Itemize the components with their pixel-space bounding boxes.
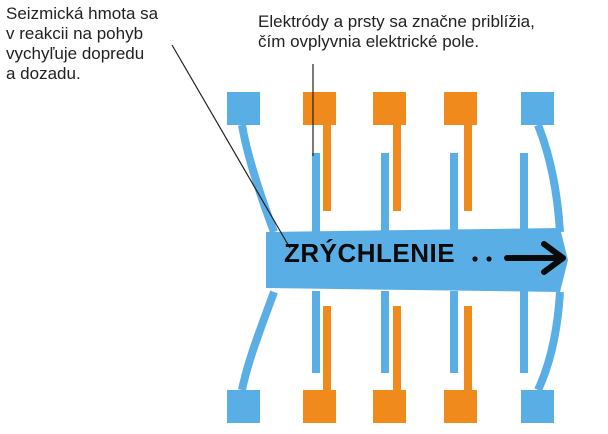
mass-finger: [450, 291, 458, 373]
fixed-electrodes: [303, 92, 477, 423]
mass-finger: [520, 153, 528, 234]
electrode-stem: [464, 306, 472, 390]
spring-bottom-right: [534, 291, 564, 392]
spring-top-left: [238, 124, 278, 234]
electrode-pad: [373, 92, 406, 125]
caption-line: v reakcii na pohyb: [6, 24, 144, 43]
mass-finger: [520, 291, 528, 373]
anchor-pad-top-left: [227, 92, 260, 125]
leader-lines: [171, 44, 314, 249]
electrode-pad: [444, 390, 477, 423]
anchor-pad-bottom-left: [227, 390, 260, 423]
anchor-pads: [227, 92, 554, 423]
electrode-pad: [303, 390, 336, 423]
electrode-pad: [303, 92, 336, 125]
caption-line: a dozadu.: [6, 64, 81, 83]
electrode-stem: [323, 306, 331, 390]
electrode-stem: [464, 125, 472, 211]
spring-top-right: [534, 123, 564, 233]
suspension-springs: [238, 123, 564, 392]
mass-finger: [312, 291, 320, 373]
electrode-pad: [444, 92, 477, 125]
mass-finger: [450, 153, 458, 234]
seismic-mass: [266, 228, 568, 292]
mass-finger: [381, 153, 389, 234]
anchor-pad-top-right: [521, 92, 554, 125]
caption-line: čím ovplyvnia elektrické pole.: [258, 32, 480, 51]
ellipsis-dots-icon: [472, 256, 492, 262]
mass-fingers: [312, 153, 528, 373]
anchor-pad-bottom-right: [521, 390, 554, 423]
leader-line-mass: [171, 44, 291, 249]
caption-line: Elektródy a prsty sa značne priblížia,: [258, 12, 535, 31]
electrode-stem: [393, 125, 401, 211]
caption-electrodes: Elektródy a prsty sa značne priblížia, č…: [258, 12, 588, 52]
right-arrow-icon: [504, 241, 566, 275]
electrode-pad: [373, 390, 406, 423]
electrode-stem: [393, 306, 401, 390]
mass-finger: [381, 291, 389, 373]
acceleration-label: ZRÝCHLENIE: [284, 238, 456, 268]
mass-finger: [312, 153, 320, 234]
caption-seismic-mass: Seizmická hmota sa v reakcii na pohyb vy…: [6, 4, 181, 84]
caption-line: vychyľuje dopredu: [6, 44, 145, 63]
electrode-stem: [323, 125, 331, 211]
caption-line: Seizmická hmota sa: [6, 4, 159, 23]
spring-bottom-left: [238, 290, 278, 391]
